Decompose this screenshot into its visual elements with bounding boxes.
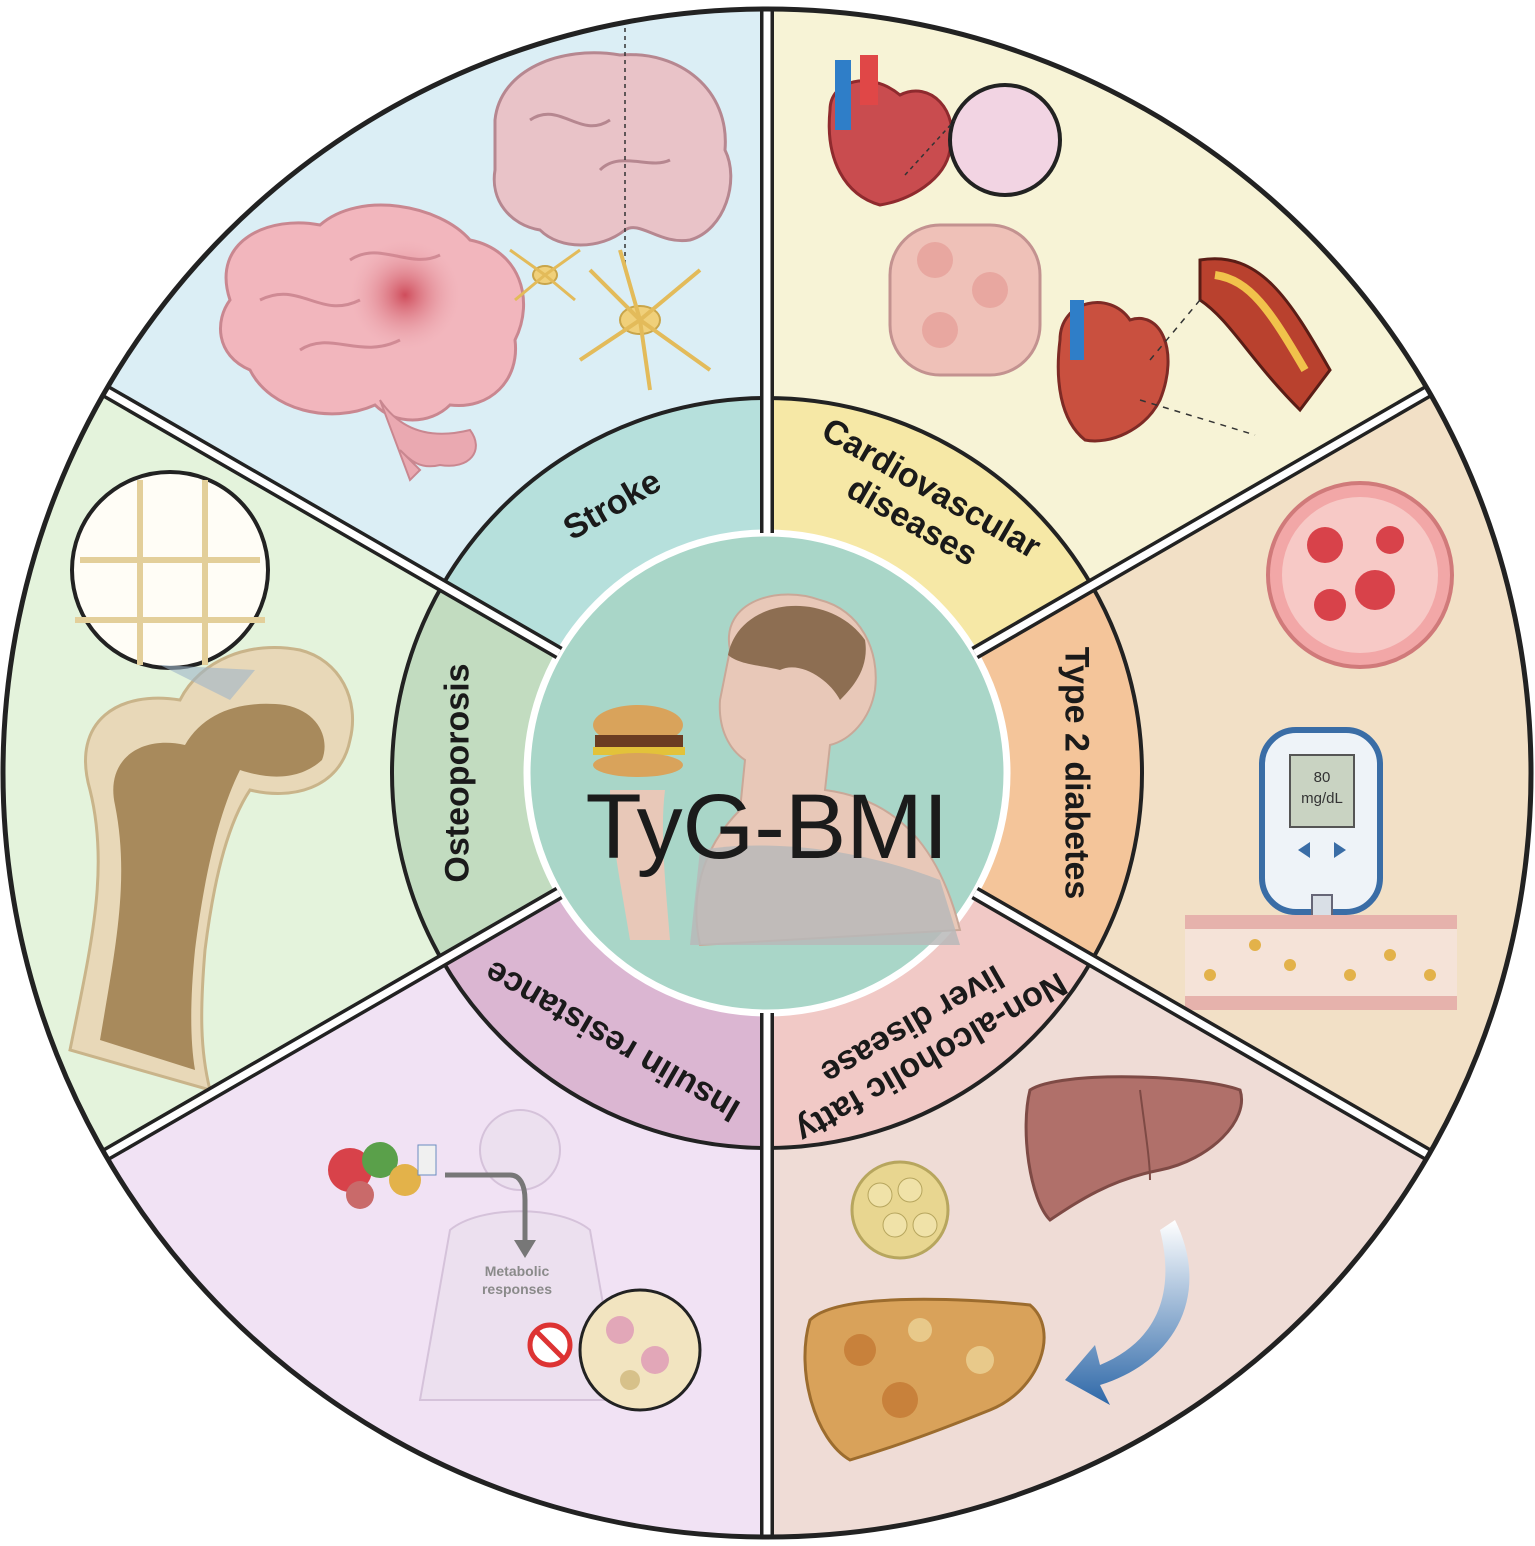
neuron-icon — [509, 248, 712, 391]
liver-icon — [1024, 1075, 1243, 1222]
lipid-droplets-icon — [850, 1160, 950, 1260]
heart-icon — [827, 55, 1062, 207]
glucometer-icon: 80 mg/dL — [1259, 727, 1383, 941]
divider-2 — [973, 387, 1432, 657]
outer-border — [0, 6, 1534, 1540]
glucometer-unit: mg/dL — [1301, 790, 1343, 807]
curved-arrow-icon — [1065, 1220, 1190, 1405]
label-osteo: Osteoporosis — [438, 663, 476, 882]
brain-icon — [218, 203, 526, 482]
illustrations: 80 mg/dL — [68, 20, 1457, 1462]
label-t2d: Type 2 diabetes — [1058, 647, 1096, 900]
label-t2d-line-1: Type 2 diabetes — [1058, 647, 1096, 900]
divider-3 — [973, 889, 1432, 1159]
bone-icon — [68, 470, 355, 1093]
person-eating-icon — [593, 593, 962, 947]
center-hub: TyG-BMI — [523, 529, 1011, 1017]
divider-5 — [102, 889, 561, 1159]
fatty-liver-icon — [803, 1297, 1046, 1462]
glucometer-value: 80 — [1314, 769, 1331, 786]
label-osteo-line-1: Osteoporosis — [438, 663, 476, 882]
responses-label: responses — [482, 1281, 552, 1297]
blood-vessel-cross-section-icon — [1266, 481, 1454, 669]
inner-ring-sectors — [390, 395, 1144, 1151]
metabolic-label: Metabolic — [485, 1263, 550, 1279]
food-icon — [328, 1142, 437, 1209]
sector-dividers — [100, 8, 1434, 1538]
divider-6 — [102, 387, 561, 657]
center-title: TyG-BMI — [586, 776, 949, 878]
blood-vessel-strip-icon — [1185, 915, 1457, 1010]
pancreas-tissue-icon — [578, 1288, 702, 1412]
brain-section-icon — [492, 20, 733, 265]
adipocyte-cluster-icon — [888, 223, 1042, 377]
no-symbol-icon — [527, 1322, 573, 1368]
heart-artery-icon — [1056, 257, 1332, 443]
